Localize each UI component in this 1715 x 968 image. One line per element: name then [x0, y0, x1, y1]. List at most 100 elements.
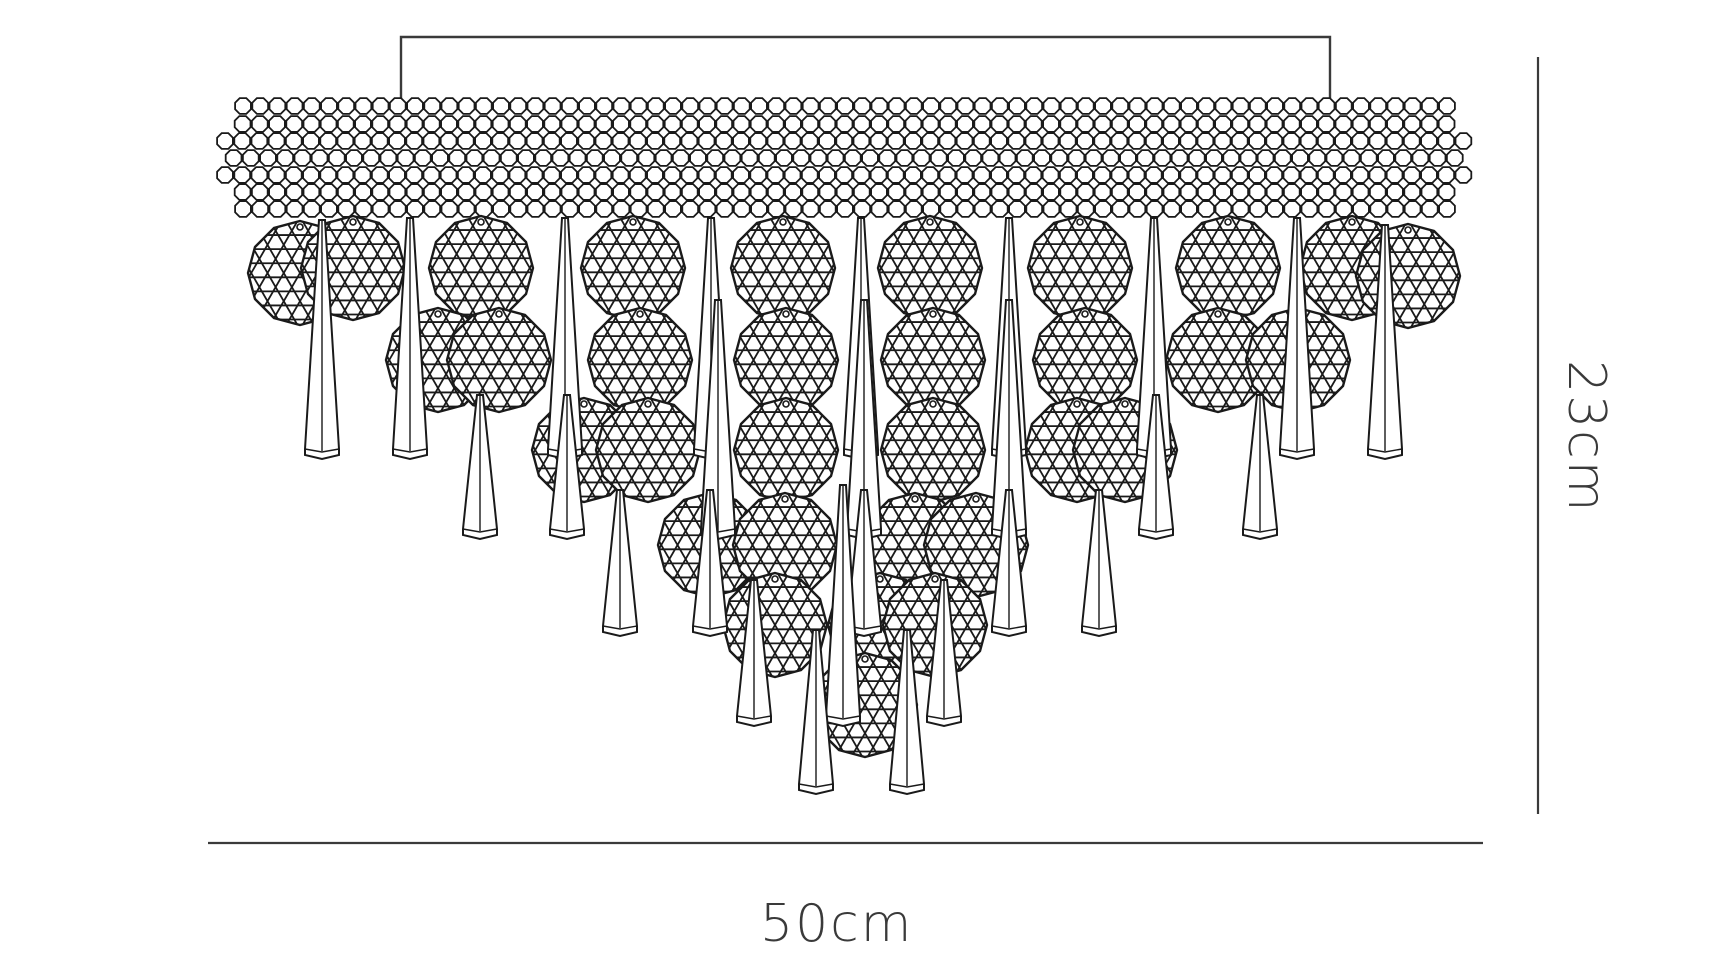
crystal-bead	[396, 149, 415, 167]
crystal-bead-band	[216, 97, 1473, 218]
crystal-bead	[783, 166, 802, 184]
crystal-bead	[603, 149, 621, 167]
crystal-bead	[526, 97, 545, 115]
crystal-bead	[801, 115, 819, 133]
crystal-bead	[801, 166, 819, 184]
crystal-bead	[234, 200, 252, 218]
crystal-bead	[224, 149, 243, 167]
crystal-bead	[457, 97, 476, 115]
crystal-bead	[998, 149, 1017, 167]
crystal-bead	[922, 200, 940, 218]
crystal-bead	[509, 200, 527, 218]
crystal-bead	[784, 97, 803, 115]
crystal-bead	[904, 115, 923, 133]
crystal-bead	[233, 132, 252, 150]
crystal-bead	[663, 132, 681, 150]
crystal-bead	[956, 183, 974, 201]
crystal-bead	[1214, 183, 1232, 201]
height-dimension-label: 23cm	[1556, 360, 1616, 514]
crystal-bead	[284, 132, 303, 150]
crystal-bead	[1025, 200, 1043, 218]
hanging-hole	[580, 400, 588, 408]
crystal-bead	[861, 149, 879, 167]
crystal-bead	[749, 132, 767, 150]
crystal-bead	[388, 183, 407, 201]
crystal-bead	[715, 97, 734, 115]
crystal-bead	[492, 97, 510, 115]
crystal-bead	[561, 200, 579, 218]
crystal-bead	[905, 97, 923, 115]
crystal-bead	[921, 166, 939, 184]
crystal-bead	[904, 132, 922, 150]
crystal-bead	[1042, 183, 1060, 201]
crystal-bead	[233, 183, 252, 201]
crystal-bead	[1025, 97, 1043, 115]
crystal-bead	[612, 200, 631, 218]
crystal-bead	[1110, 166, 1129, 184]
crystal-bead	[767, 115, 785, 133]
crystal-bead	[1205, 149, 1223, 167]
crystal-bead	[578, 200, 596, 218]
crystal-bead	[1454, 166, 1473, 184]
crystal-bead	[973, 97, 992, 115]
crystal-bead	[784, 200, 803, 218]
crystal-bead	[422, 183, 441, 201]
hanging-hole	[876, 575, 884, 583]
crystal-bead	[1059, 97, 1078, 115]
crystal-bead	[560, 166, 578, 184]
crystal-bead	[1110, 132, 1129, 150]
crystal-bead	[1299, 166, 1318, 184]
crystal-bead	[1050, 149, 1068, 167]
crystal-bead	[337, 200, 356, 218]
crystal-bead	[1179, 132, 1197, 150]
faceted-crystal-sphere	[879, 306, 987, 414]
crystal-bead	[1024, 132, 1043, 150]
crystal-bead	[302, 166, 320, 184]
hanging-hole	[1073, 400, 1081, 408]
crystal-bead	[405, 115, 424, 133]
crystal-prism-drop	[1081, 489, 1117, 638]
crystal-bead	[371, 97, 390, 115]
crystal-bead	[637, 149, 656, 167]
crystal-bead	[370, 132, 389, 150]
crystal-bead	[1403, 115, 1421, 133]
crystal-bead	[517, 149, 535, 167]
crystal-bead	[405, 183, 424, 201]
hanging-hole	[1081, 310, 1089, 318]
crystal-prism-drop	[926, 579, 962, 728]
crystal-bead	[577, 132, 595, 150]
crystal-bead	[973, 115, 991, 133]
crystal-prism-drop	[304, 219, 340, 461]
crystal-prism-drop	[991, 489, 1027, 638]
crystal-bead	[1352, 200, 1370, 218]
crystal-bead	[543, 200, 562, 218]
crystal-bead	[268, 115, 286, 133]
crystal-bead	[1059, 183, 1077, 201]
crystal-bead	[337, 97, 356, 115]
crystal-bead	[525, 132, 544, 150]
crystal-prism-drop	[602, 489, 638, 638]
crystal-bead	[457, 183, 476, 201]
crystal-bead	[1008, 200, 1026, 218]
crystal-bead	[439, 132, 458, 150]
crystal-bead	[1369, 200, 1387, 218]
crystal-bead	[646, 115, 665, 133]
crystal-bead	[525, 166, 544, 184]
crystal-bead	[664, 200, 682, 218]
crystal-bead	[991, 200, 1009, 218]
faceted-crystal-sphere	[729, 214, 837, 322]
crystal-bead	[1076, 166, 1094, 184]
crystal-bead	[698, 200, 717, 218]
crystal-bead	[370, 166, 389, 184]
crystal-bead	[1421, 97, 1439, 115]
faceted-crystal-sphere	[879, 396, 987, 504]
crystal-bead	[250, 183, 269, 201]
crystal-bead	[336, 115, 355, 133]
crystal-bead	[319, 183, 338, 201]
crystal-bead	[302, 183, 321, 201]
crystal-bead	[1084, 149, 1103, 167]
crystal-bead	[1093, 166, 1111, 184]
dimension-lines	[208, 57, 1540, 845]
hanging-hole	[911, 495, 919, 503]
